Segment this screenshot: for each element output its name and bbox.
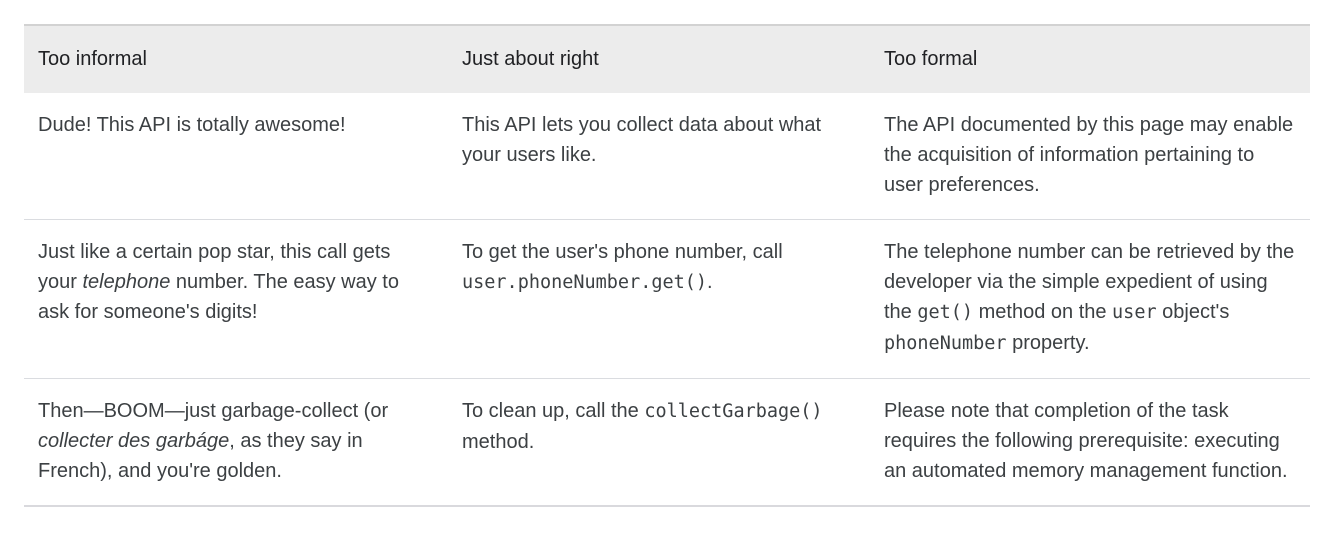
table-cell: The telephone number can be retrieved by…	[870, 219, 1310, 379]
inline-code: get()	[917, 302, 974, 323]
text-segment: method.	[462, 431, 535, 453]
text-segment: Please note that completion of the task …	[884, 400, 1288, 482]
table-cell: The API documented by this page may enab…	[870, 93, 1310, 220]
text-segment: This API lets you collect data about wha…	[462, 114, 822, 166]
italic-text: telephone	[82, 271, 171, 293]
table-row: Dude! This API is totally awesome! This A…	[24, 93, 1310, 220]
text-segment: To clean up, call the	[462, 400, 645, 422]
inline-code: collectGarbage()	[644, 401, 823, 422]
inline-code: user	[1112, 302, 1157, 323]
column-header-just-about-right: Just about right	[448, 25, 870, 93]
inline-code: phoneNumber	[884, 333, 1007, 354]
table-cell: Please note that completion of the task …	[870, 378, 1310, 506]
text-segment: To get the user's phone number, call	[462, 241, 783, 263]
table-cell: To get the user's phone number, call use…	[448, 219, 870, 379]
header-row: Too informal Just about right Too formal	[24, 25, 1310, 93]
text-segment: object's	[1156, 301, 1230, 323]
table-cell: This API lets you collect data about wha…	[448, 93, 870, 220]
table-header: Too informal Just about right Too formal	[24, 25, 1310, 93]
italic-text: collecter des garbáge	[38, 430, 230, 452]
text-segment: The telephone number can be retrieved by…	[884, 241, 1295, 323]
text-segment: Then—BOOM—just garbage-collect (or	[38, 400, 389, 422]
table-row: Just like a certain pop star, this call …	[24, 219, 1310, 379]
column-header-too-informal: Too informal	[24, 25, 448, 93]
table-cell: Then—BOOM—just garbage-collect (or colle…	[24, 378, 448, 506]
text-segment: method on the	[973, 301, 1113, 323]
voice-tone-comparison-table: Too informal Just about right Too formal…	[24, 24, 1310, 507]
text-segment: The API documented by this page may enab…	[884, 114, 1294, 196]
table-cell: To clean up, call the collectGarbage() m…	[448, 378, 870, 506]
text-segment: , as they say in French), and you're gol…	[38, 430, 363, 482]
column-header-too-formal: Too formal	[870, 25, 1310, 93]
text-segment: .	[707, 271, 713, 293]
text-segment: Dude! This API is totally awesome!	[38, 114, 346, 136]
text-segment: property.	[1006, 332, 1090, 354]
text-segment: Just like a certain pop star, this call …	[38, 241, 391, 293]
table-cell: Dude! This API is totally awesome!	[24, 93, 448, 220]
inline-code: user.phoneNumber.get()	[462, 272, 708, 293]
table-cell: Just like a certain pop star, this call …	[24, 219, 448, 379]
text-segment: number. The easy way to ask for someone'…	[38, 271, 399, 323]
table-row: Then—BOOM—just garbage-collect (or colle…	[24, 378, 1310, 506]
table-body: Dude! This API is totally awesome! This A…	[24, 93, 1310, 506]
